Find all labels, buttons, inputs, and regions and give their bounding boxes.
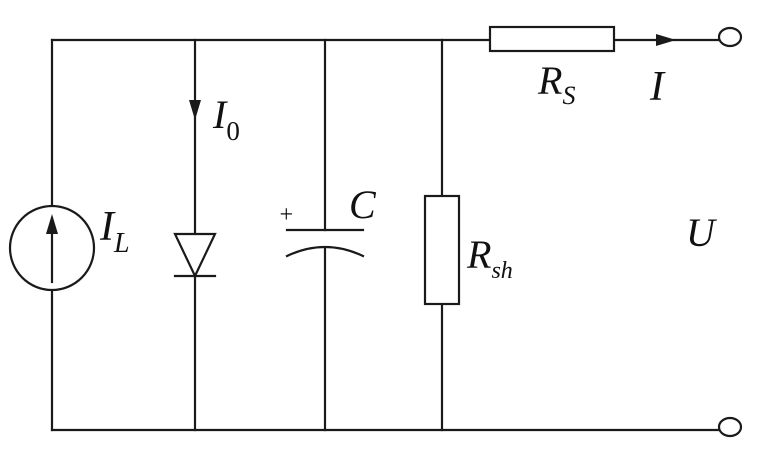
output-current-label: I: [649, 64, 666, 110]
diode-current-arrow: [189, 100, 201, 120]
output-current-arrow: [656, 34, 676, 46]
series-resistor: [488, 25, 616, 53]
current-source-label: IL: [99, 204, 130, 259]
output-terminal-top: [717, 26, 743, 48]
capacitor-bottom-plate: [285, 245, 365, 258]
shunt-resistor: [423, 194, 461, 306]
current-source: [8, 204, 96, 292]
diode-current-label: I0: [212, 92, 240, 146]
wires: [50, 38, 724, 432]
series-resistor-label: RS: [537, 58, 575, 110]
output-terminal-bottom: [717, 416, 743, 438]
diode-triangle: [173, 232, 217, 279]
capacitor-polarity-mark: +: [278, 202, 294, 228]
capacitor-label: C: [349, 182, 377, 227]
diode: [173, 232, 217, 279]
output-voltage-label: U: [686, 210, 718, 255]
capacitor: [285, 228, 365, 258]
shunt-resistor-label: Rsh: [466, 232, 513, 284]
current-source-arrow-head: [46, 214, 58, 234]
